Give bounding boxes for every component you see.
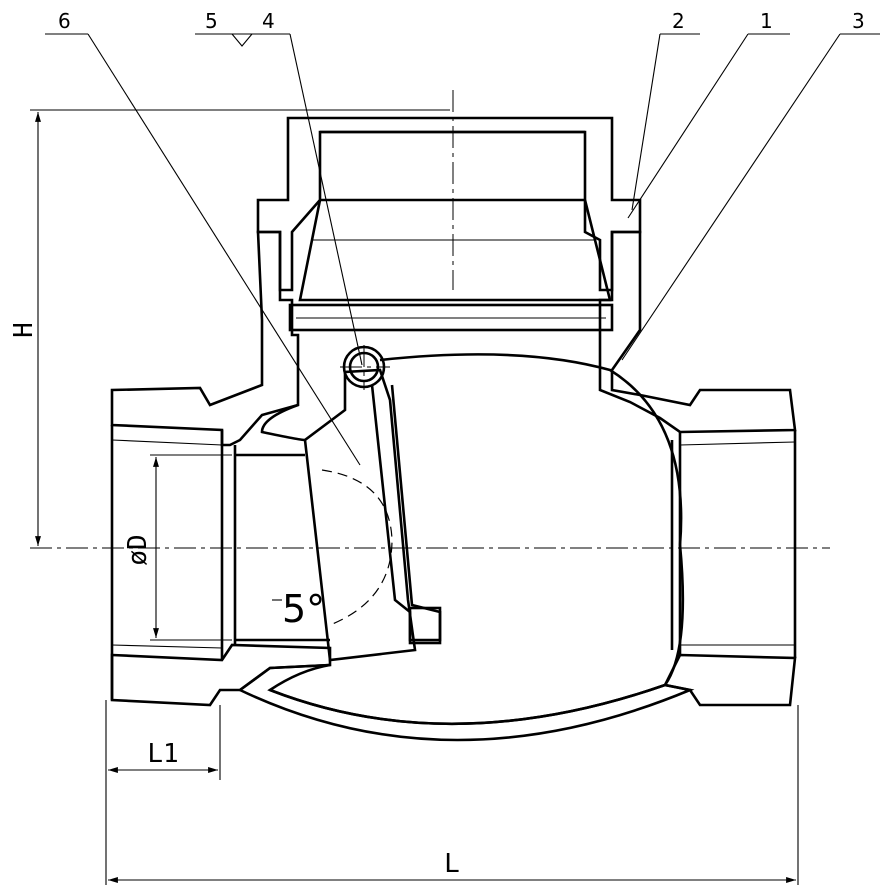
bonnet-cap bbox=[256, 116, 642, 302]
dimension-l1-label: L1 bbox=[147, 739, 178, 769]
leader-lines bbox=[45, 33, 880, 466]
gasket-ring bbox=[288, 303, 614, 332]
part-label-2: 2 bbox=[672, 9, 685, 33]
dimension-l bbox=[108, 705, 799, 885]
dimension-l1 bbox=[105, 700, 221, 885]
part-label-3: 3 bbox=[852, 9, 865, 33]
dimension-d-label: øD bbox=[123, 534, 153, 565]
valve-body bbox=[110, 230, 797, 742]
angle-label: 5° bbox=[282, 587, 325, 631]
part-label-5: 5 bbox=[205, 9, 218, 33]
part-label-6: 6 bbox=[58, 9, 71, 33]
dimension-d bbox=[150, 454, 232, 641]
part-label-1: 1 bbox=[760, 9, 773, 33]
dimension-h bbox=[30, 109, 450, 546]
dimension-h-label: H bbox=[9, 322, 39, 338]
dimension-l-label: L bbox=[444, 849, 460, 879]
part-label-4: 4 bbox=[262, 9, 275, 33]
swing-disc bbox=[303, 368, 442, 662]
